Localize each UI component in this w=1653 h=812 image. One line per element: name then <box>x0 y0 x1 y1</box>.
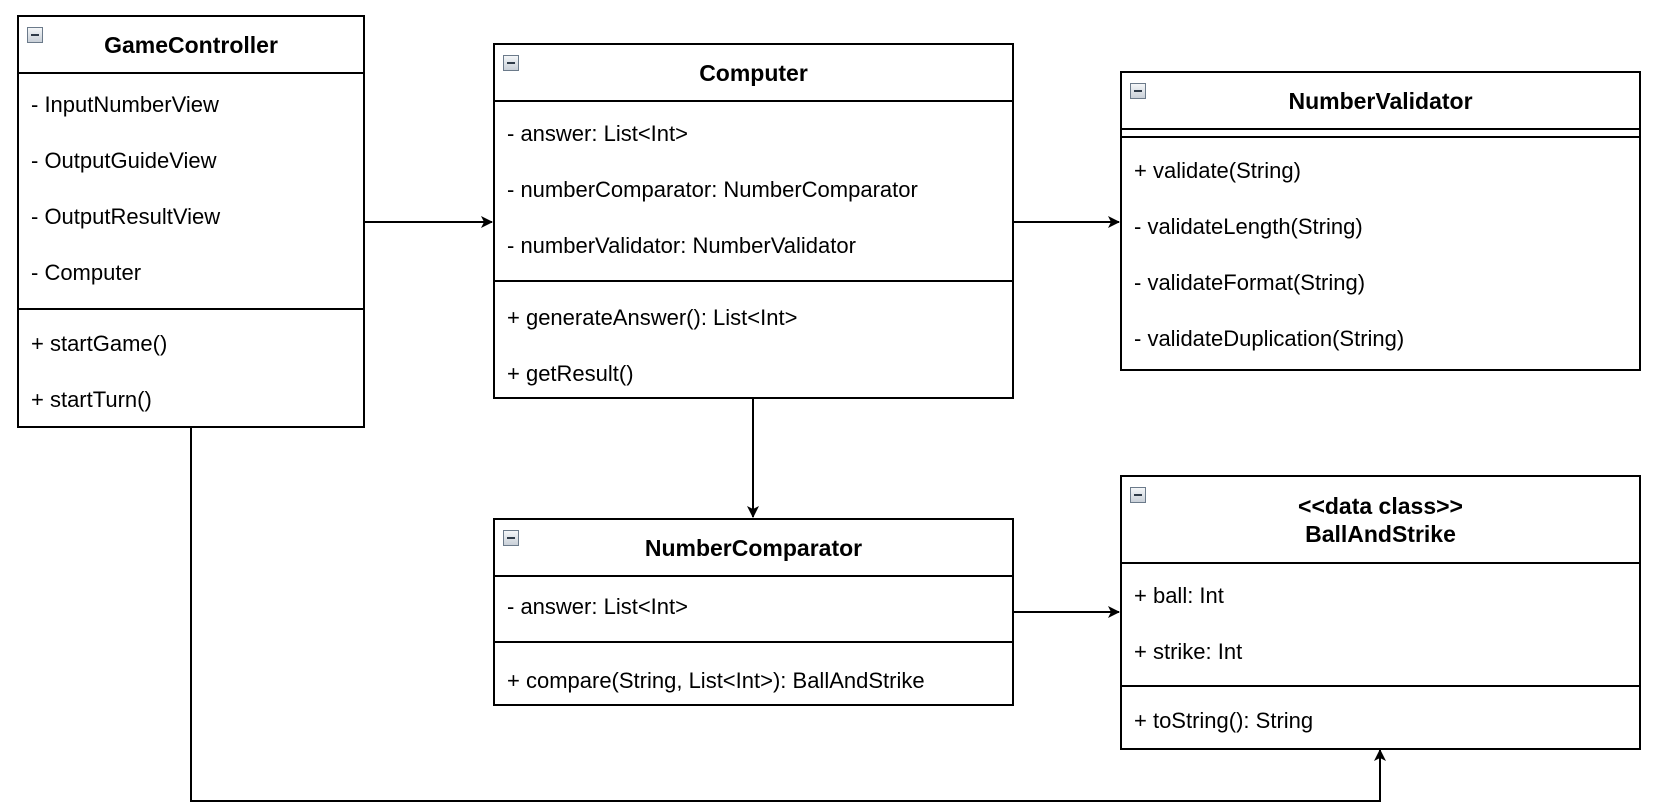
collapse-icon[interactable] <box>1130 487 1146 503</box>
class-name: NumberValidator <box>1288 87 1473 114</box>
method-row: - validateLength(String) <box>1134 214 1363 239</box>
method-row: + startTurn() <box>31 387 152 412</box>
class-computer[interactable]: Computer - answer: List<Int> - numberCom… <box>493 43 1014 399</box>
attribute-row: - Computer <box>31 260 142 285</box>
method-section: + toString(): String <box>1122 685 1639 749</box>
class-name: NumberComparator <box>644 534 863 561</box>
class-ball-and-strike[interactable]: <<data class>> BallAndStrike + ball: Int… <box>1120 475 1641 750</box>
method-section: + startGame() + startTurn() <box>19 308 363 428</box>
class-name: Computer <box>699 59 808 86</box>
attribute-section: - answer: List<Int> <box>495 577 1012 641</box>
class-game-controller[interactable]: GameController - InputNumberView - Outpu… <box>17 15 365 428</box>
attribute-row: - OutputGuideView <box>31 148 217 173</box>
attribute-section: - InputNumberView - OutputGuideView - Ou… <box>19 74 363 308</box>
class-name: BallAndStrike <box>1305 520 1456 547</box>
attribute-row: - numberValidator: NumberValidator <box>507 233 856 258</box>
attribute-row: - InputNumberView <box>31 92 219 117</box>
method-row: - validateFormat(String) <box>1134 270 1366 295</box>
class-header: NumberValidator <box>1122 73 1639 130</box>
edge-gamecontroller-ballandstrike <box>190 427 1386 802</box>
method-section: + compare(String, List<Int>): BallAndStr… <box>495 641 1012 709</box>
method-row: - validateDuplication(String) <box>1134 326 1405 351</box>
collapse-icon[interactable] <box>503 530 519 546</box>
collapse-icon[interactable] <box>1130 83 1146 99</box>
attribute-section: + ball: Int + strike: Int <box>1122 564 1639 685</box>
class-number-comparator[interactable]: NumberComparator - answer: List<Int> + c… <box>493 518 1014 706</box>
method-row: + startGame() <box>31 331 168 356</box>
method-row: + compare(String, List<Int>): BallAndStr… <box>507 668 925 693</box>
method-row: + getResult() <box>507 361 634 386</box>
attribute-row: + ball: Int <box>1134 583 1224 608</box>
class-header: NumberComparator <box>495 520 1012 577</box>
class-name: GameController <box>104 31 278 58</box>
class-stereotype: <<data class>> <box>1298 492 1463 519</box>
attribute-row: - numberComparator: NumberComparator <box>507 177 918 202</box>
attribute-row: + strike: Int <box>1134 639 1243 664</box>
method-row: + validate(String) <box>1134 158 1301 183</box>
collapse-icon[interactable] <box>27 27 43 43</box>
attribute-section: - answer: List<Int> - numberComparator: … <box>495 102 1012 280</box>
method-row: + toString(): String <box>1134 708 1314 733</box>
attribute-row: - answer: List<Int> <box>507 594 688 619</box>
class-header: Computer <box>495 45 1012 102</box>
attribute-row: - OutputResultView <box>31 204 221 229</box>
method-row: + generateAnswer(): List<Int> <box>507 305 798 330</box>
attribute-row: - answer: List<Int> <box>507 121 688 146</box>
method-section: + generateAnswer(): List<Int> + getResul… <box>495 280 1012 402</box>
method-section: + validate(String) - validateLength(Stri… <box>1122 136 1639 367</box>
collapse-icon[interactable] <box>503 55 519 71</box>
class-header: <<data class>> BallAndStrike <box>1122 477 1639 564</box>
class-number-validator[interactable]: NumberValidator + validate(String) - val… <box>1120 71 1641 371</box>
class-header: GameController <box>19 17 363 74</box>
